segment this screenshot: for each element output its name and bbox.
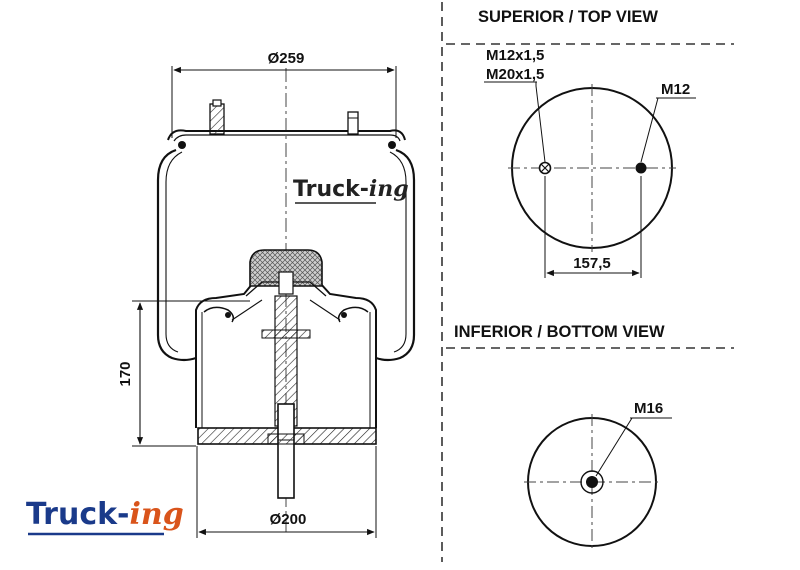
watermark-suffix: ing [369,176,409,202]
svg-text:Truck-ing: Truck-ing [293,176,409,202]
top-stud-left [209,103,225,135]
brand-logo: Truck-ing [26,497,184,536]
top-view: SUPERIOR / TOP VIEW M12x1,5 M20x1,5 M12 … [478,8,696,278]
dim-height: 170 [117,300,250,447]
dim-height-label: 170 [117,361,134,386]
view-separators [441,2,734,562]
air-spring-side-view: Truck-ing Ø259 170 Ø200 [117,50,416,538]
dim-top-diameter: Ø259 [171,50,397,138]
top-view-title: SUPERIOR / TOP VIEW [478,8,658,26]
bottom-view: INFERIOR / BOTTOM VIEW M16 [454,323,672,550]
drawing-watermark: Truck-ing [293,176,409,204]
thread-label-2: M20x1,5 [486,66,544,83]
bottom-stud [277,403,295,499]
thread-label-1: M12x1,5 [486,47,544,64]
logo-suffix: ing [130,497,184,532]
dim-bottom-label: Ø200 [270,511,307,528]
stud-label: M12 [661,81,690,98]
spacing-label: 157,5 [573,255,611,272]
top-stud-right [347,111,359,135]
bumper [249,249,323,287]
logo-word: Truck- [26,497,130,532]
dim-bottom-diameter: Ø200 [196,446,377,538]
center-label: M16 [634,400,663,417]
bottom-view-title: INFERIOR / BOTTOM VIEW [454,323,665,341]
watermark-word: Truck- [293,177,369,202]
stud-hole [635,162,647,174]
center-stud-hole [586,476,598,488]
svg-text:Truck-ing: Truck-ing [26,497,184,532]
bellows [156,148,197,362]
dim-top-label: Ø259 [268,50,305,67]
